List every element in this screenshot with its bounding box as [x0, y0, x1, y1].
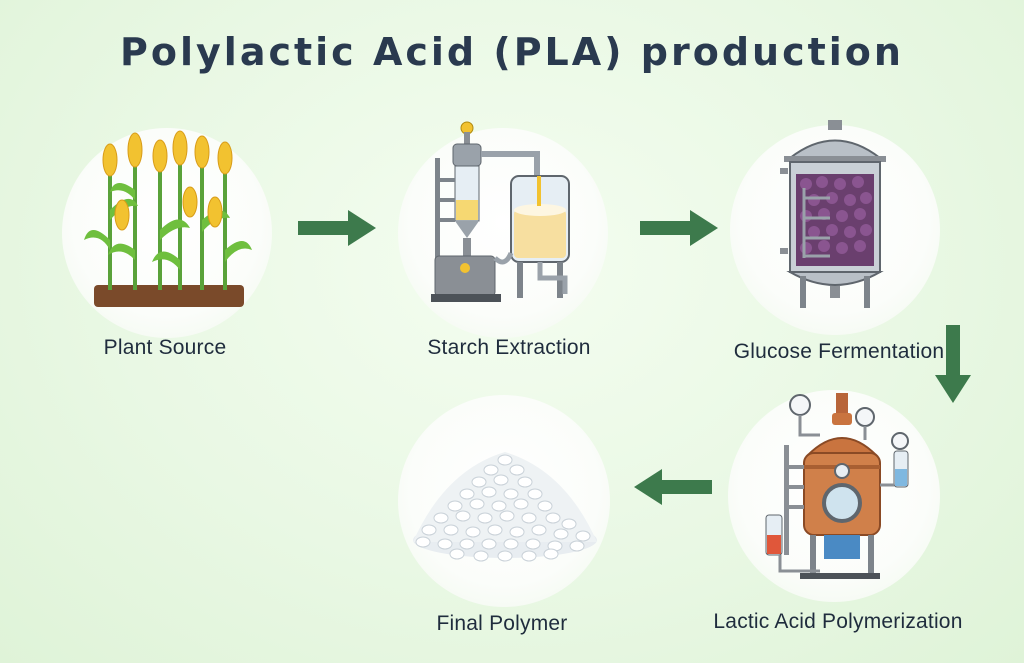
stage-label-starch-extraction: Starch Extraction	[427, 336, 591, 359]
stage-label-plant-source: Plant Source	[103, 336, 227, 359]
extraction-apparatus-icon	[431, 121, 570, 302]
flow-arrow-right-2	[640, 210, 718, 246]
fermentation-tank-icon	[780, 120, 886, 308]
flow-arrow-right-1	[298, 210, 376, 246]
flow-arrow-down	[935, 325, 971, 403]
stage-label-final-polymer: Final Polymer	[436, 612, 568, 635]
flow-arrow-left	[634, 469, 712, 505]
diagram-title: Polylactic Acid (PLA) production	[120, 30, 904, 74]
stage-circle-starch-extraction	[398, 128, 608, 338]
stage-label-glucose-fermentation: Glucose Fermentation	[733, 340, 945, 363]
corn-plants-icon	[84, 130, 252, 307]
copper-reactor-icon	[765, 393, 909, 579]
stage-label-lactic-acid-polymerization: Lactic Acid Polymerization	[713, 610, 963, 633]
pla-pellets-icon	[413, 452, 597, 562]
